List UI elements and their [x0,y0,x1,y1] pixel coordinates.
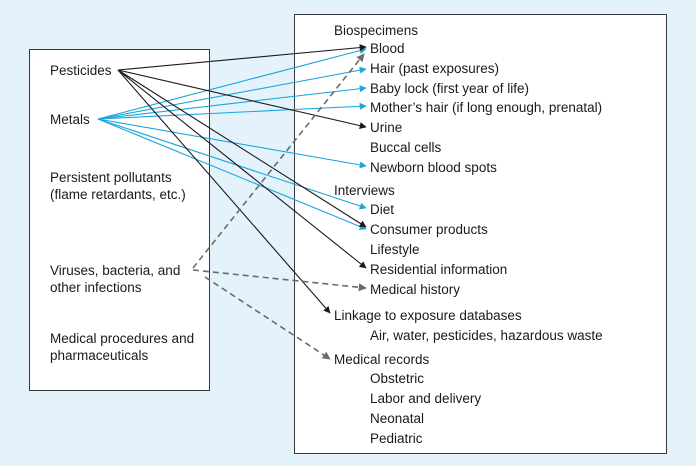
item-neonatal: Neonatal [370,411,425,426]
item-consumer-products: Consumer products [370,222,488,237]
item-medical-history: Medical history [370,282,461,297]
item-baby-lock: Baby lock (first year of life) [370,81,530,96]
item-mothers-hair: Mother’s hair (if long enough, prenatal) [370,100,603,115]
linkage-heading: Linkage to exposure databases [334,308,522,323]
item-air-water: Air, water, pesticides, hazardous waste [370,328,603,343]
medical-records-heading: Medical records [334,352,430,367]
item-obstetric: Obstetric [370,371,425,386]
item-pediatric: Pediatric [370,431,423,446]
source-persistent-pollutants: Persistent pollutants (flame retardants,… [50,170,186,202]
biospecimens-heading: Biospecimens [334,23,419,38]
item-lifestyle: Lifestyle [370,242,420,257]
source-infections: Viruses, bacteria, and other infections [50,263,181,295]
interviews-heading: Interviews [334,183,395,198]
item-blood: Blood [370,41,405,56]
item-labor-delivery: Labor and delivery [370,391,482,406]
item-urine: Urine [370,120,403,135]
item-newborn-blood-spots: Newborn blood spots [370,160,497,175]
source-pesticides: Pesticides [50,63,112,78]
item-residential-information: Residential information [370,262,508,277]
item-diet: Diet [370,202,395,217]
item-hair: Hair (past exposures) [370,61,500,76]
source-medical-procedures: Medical procedures and pharmaceuticals [50,331,195,363]
item-buccal-cells: Buccal cells [370,140,442,155]
source-metals: Metals [50,112,90,127]
